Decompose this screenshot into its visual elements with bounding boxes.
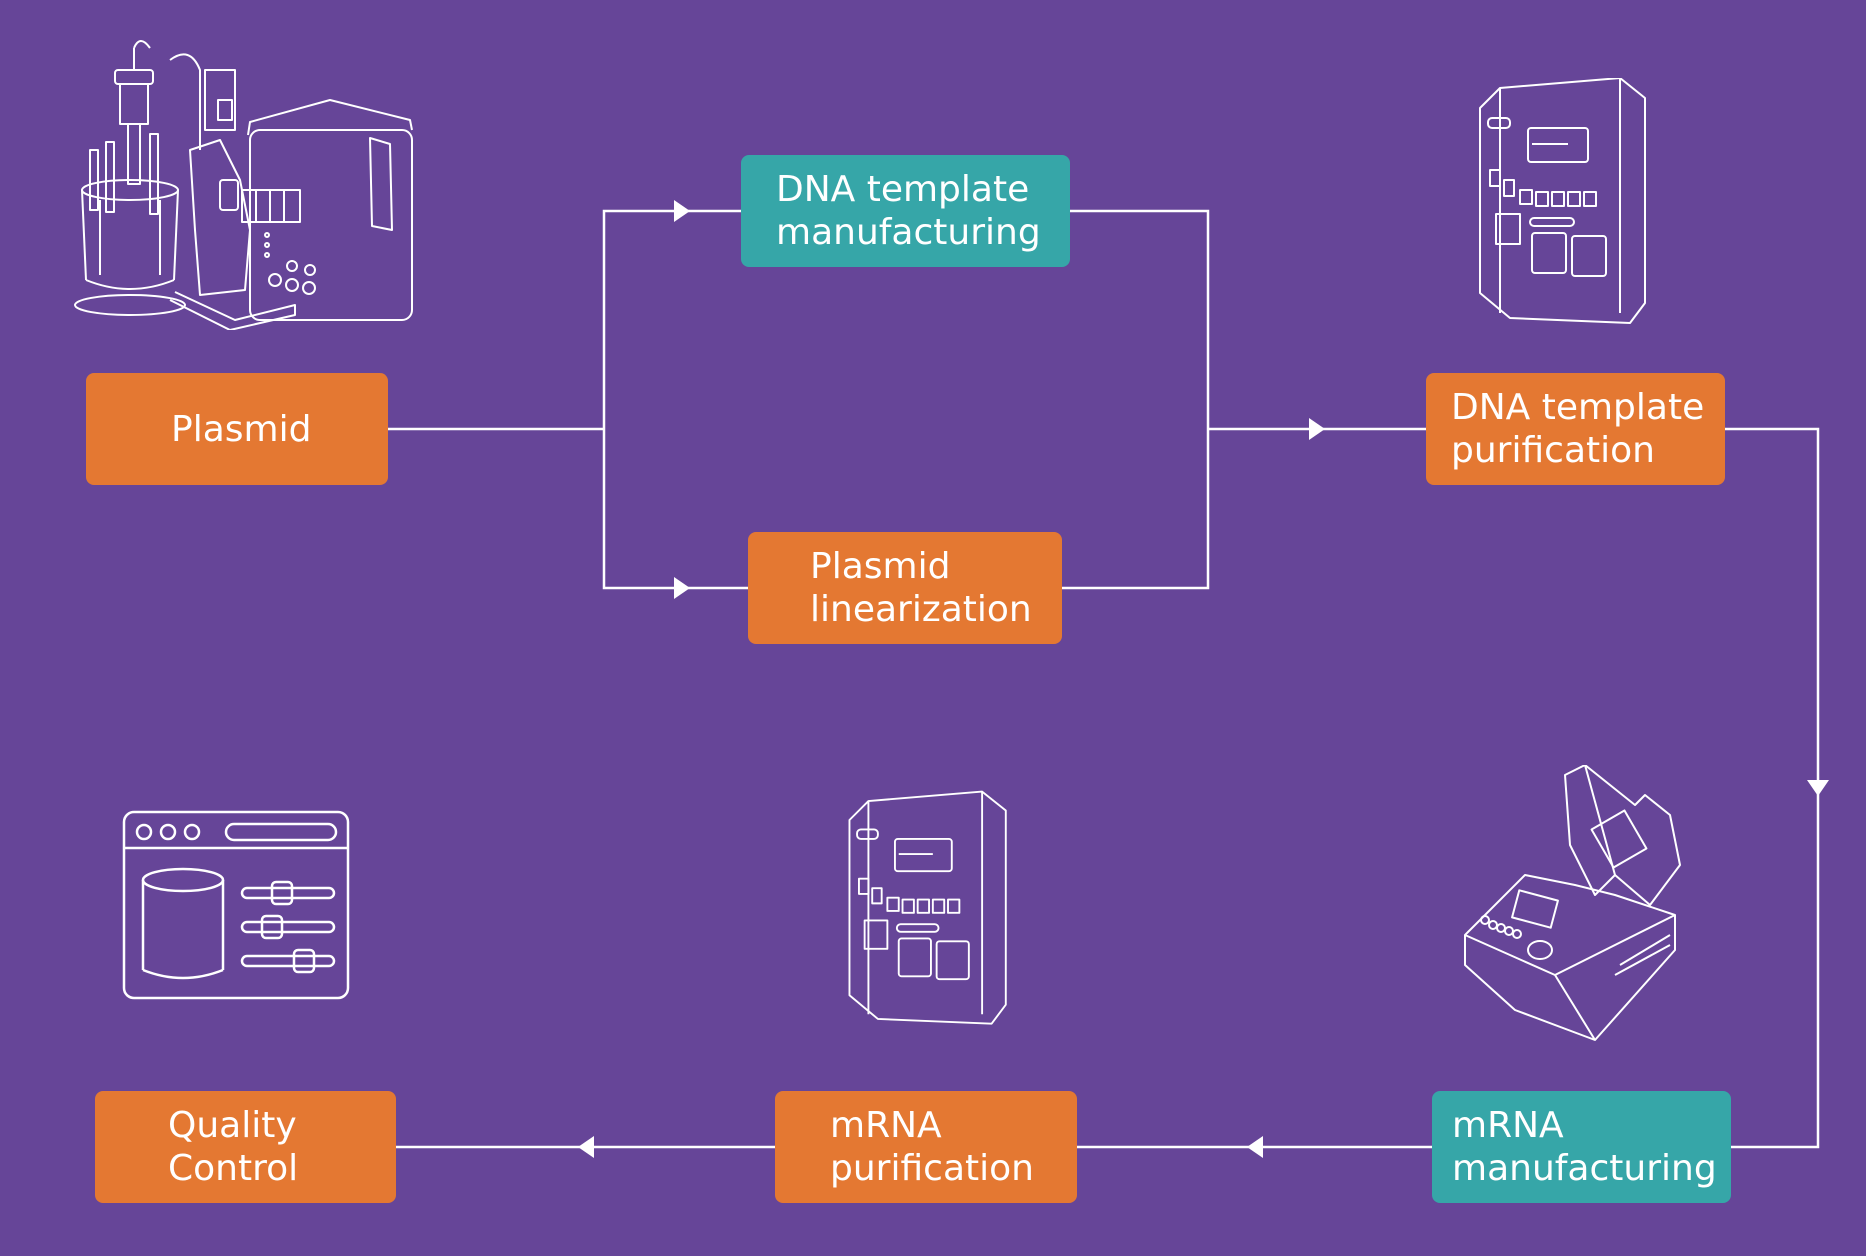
step-quality-control: Quality Control: [95, 1091, 396, 1203]
arrowhead-left-mrna: [1247, 1136, 1263, 1158]
step-mrna-manufacturing-line-1: mRNA: [1452, 1105, 1564, 1146]
connector-purification-to-mrna: [1725, 427, 1820, 1149]
step-quality-control-line-2: Control: [168, 1148, 299, 1189]
step-plasmid-linearization: Plasmid linearization: [748, 532, 1062, 644]
arrowhead-down-right: [1807, 780, 1829, 796]
arrowhead-right-upper: [674, 200, 690, 222]
step-plasmid-linearization-line-1: Plasmid: [810, 546, 951, 587]
step-dna-template-manufacturing: DNA template manufacturing: [741, 155, 1070, 267]
step-dna-template-purification: DNA template purification: [1426, 373, 1725, 485]
step-dna-template-manufacturing-line-2: manufacturing: [776, 212, 1041, 253]
step-plasmid-line-1: Plasmid: [171, 408, 312, 450]
arrowhead-right-lower: [674, 577, 690, 599]
step-plasmid: Plasmid: [86, 373, 388, 485]
step-mrna-manufacturing-line-2: manufacturing: [1452, 1148, 1717, 1189]
step-mrna-manufacturing: mRNA manufacturing: [1432, 1091, 1731, 1203]
arrowhead-left-qc: [578, 1136, 594, 1158]
step-mrna-purification-line-2: purification: [830, 1148, 1034, 1189]
chromatography-system-icon: [1479, 78, 1646, 324]
step-dna-template-purification-line-2: purification: [1451, 430, 1655, 471]
step-dna-template-manufacturing-line-1: DNA template: [776, 169, 1030, 210]
connector-lower-to-merge: [1062, 429, 1210, 590]
chromatography-system-icon: [848, 790, 1007, 1025]
connector-split-lower: [602, 429, 748, 590]
connector-upper-to-merge: [1070, 209, 1210, 429]
step-mrna-purification-line-1: mRNA: [830, 1105, 942, 1146]
step-mrna-purification: mRNA purification: [775, 1091, 1077, 1203]
step-quality-control-line-1: Quality: [168, 1105, 297, 1146]
thermal-cycler-icon: [1464, 765, 1681, 1041]
data-software-icon: [122, 810, 350, 1000]
arrowhead-right-merge: [1309, 418, 1325, 440]
connector-split-upper: [602, 209, 741, 429]
step-plasmid-linearization-line-2: linearization: [810, 589, 1032, 630]
step-dna-template-purification-line-1: DNA template: [1451, 387, 1705, 428]
bioreactor-icon: [74, 40, 413, 330]
